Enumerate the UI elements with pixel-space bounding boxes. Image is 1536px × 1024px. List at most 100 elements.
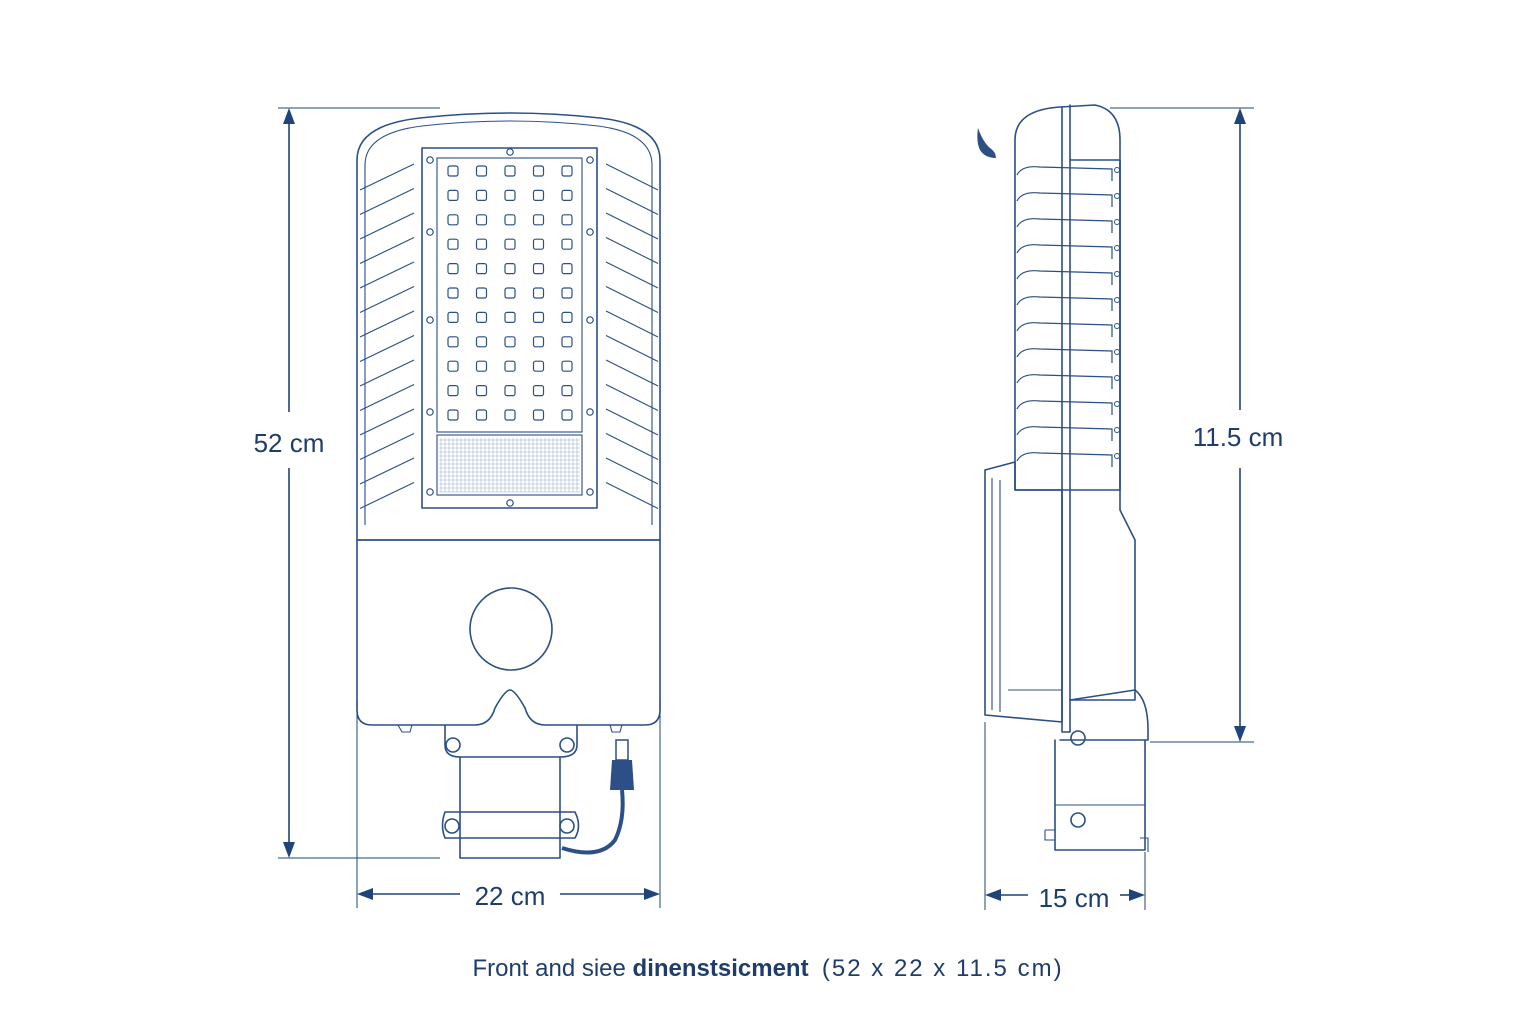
led-chip xyxy=(561,385,573,397)
led-chip xyxy=(447,409,459,421)
fin-right xyxy=(605,188,659,215)
led-chip xyxy=(475,189,488,201)
clamp-bolt-left xyxy=(444,818,460,834)
side-height-label: 11.5 cm xyxy=(1193,422,1284,452)
led-panel-inner xyxy=(436,157,583,433)
side-fin xyxy=(1016,218,1113,233)
front-view xyxy=(356,112,661,859)
screw xyxy=(586,156,594,164)
dimension-height: 52 cm xyxy=(254,107,440,859)
side-view xyxy=(977,104,1149,852)
led-chip xyxy=(532,263,545,275)
caption-emphasis: dinenstsicment xyxy=(632,955,809,982)
bracket-bolt-right xyxy=(559,737,575,753)
led-chip xyxy=(561,189,573,201)
led-chip xyxy=(532,238,545,250)
bracket-bolt-left xyxy=(445,737,461,753)
fin-right xyxy=(605,482,659,509)
led-chip xyxy=(561,409,573,421)
led-chip xyxy=(561,263,573,275)
led-chip xyxy=(561,311,573,323)
fin-right xyxy=(605,286,659,313)
side-heatsink-body xyxy=(1014,104,1121,491)
screw xyxy=(426,316,434,324)
screw xyxy=(426,488,434,496)
led-chip-grid xyxy=(447,165,573,421)
front-housing-inner-outline xyxy=(364,120,653,525)
fin-right xyxy=(605,335,659,362)
led-chip xyxy=(532,214,545,226)
fin-right xyxy=(605,408,659,436)
led-chip xyxy=(561,360,573,372)
dimension-depth: 15 cm xyxy=(984,722,1146,913)
side-front-cover xyxy=(1069,159,1136,701)
led-chip xyxy=(504,385,516,397)
led-chip xyxy=(475,336,488,348)
fin-right xyxy=(605,261,659,289)
led-chip xyxy=(561,336,573,348)
fin-right xyxy=(605,310,659,338)
led-chip xyxy=(532,360,545,372)
fin-left xyxy=(359,408,415,436)
screw xyxy=(586,408,594,416)
led-chip xyxy=(475,263,488,275)
side-fin xyxy=(1016,426,1113,441)
led-chip xyxy=(504,189,516,201)
led-chip xyxy=(447,165,459,177)
led-chip xyxy=(532,311,545,323)
width-label: 22 cm xyxy=(475,881,546,911)
side-fin-screw xyxy=(1114,297,1120,303)
led-chip xyxy=(447,263,459,275)
led-chip xyxy=(504,214,516,226)
led-chip xyxy=(475,238,488,250)
side-arm xyxy=(1059,689,1149,741)
led-driver-grille xyxy=(436,434,583,496)
led-chip xyxy=(447,360,459,372)
side-fin-screw xyxy=(1114,193,1120,199)
led-chip xyxy=(504,360,516,372)
led-chip xyxy=(447,385,459,397)
led-chip xyxy=(504,165,516,177)
side-fin xyxy=(1016,244,1113,259)
side-fin xyxy=(1016,348,1113,363)
side-bracket-bolt-top xyxy=(1070,730,1086,746)
side-cooling-fins xyxy=(1016,166,1120,467)
led-panel-frame xyxy=(421,147,598,509)
side-fin-screw xyxy=(1114,453,1120,459)
side-bracket-details xyxy=(1044,804,1149,852)
led-chip xyxy=(447,336,459,348)
cable-connector xyxy=(610,760,634,790)
fin-left xyxy=(359,261,415,289)
screw xyxy=(426,156,434,164)
led-chip xyxy=(447,287,459,299)
fin-left xyxy=(359,212,415,240)
side-fin xyxy=(1016,296,1113,311)
led-chip xyxy=(475,287,488,299)
led-chip xyxy=(504,311,516,323)
side-bracket-bolt-bottom xyxy=(1070,812,1086,828)
led-chip xyxy=(475,385,488,397)
fin-left xyxy=(359,188,415,215)
caption-prefix: Front and siee xyxy=(472,955,633,982)
fin-right xyxy=(605,384,659,411)
leaf-icon xyxy=(977,128,996,158)
depth-label: 15 cm xyxy=(1039,883,1110,913)
fin-left xyxy=(359,384,415,411)
led-chip xyxy=(475,409,488,421)
led-chip xyxy=(532,165,545,177)
led-chip xyxy=(532,409,545,421)
pole-sleeve xyxy=(459,756,561,859)
caption-dimensions: (52 x 22 x 11.5 cm) xyxy=(821,955,1064,982)
led-chip xyxy=(447,214,459,226)
side-fin-screw xyxy=(1114,401,1120,407)
panel-screws xyxy=(426,148,594,507)
fin-left xyxy=(359,359,415,387)
led-chip xyxy=(475,311,488,323)
screw xyxy=(586,488,594,496)
side-fin xyxy=(1016,166,1113,181)
side-fin xyxy=(1016,452,1113,467)
screw xyxy=(506,148,514,156)
side-fin-screw xyxy=(1114,167,1120,173)
led-chip xyxy=(561,214,573,226)
led-chip xyxy=(532,189,545,201)
